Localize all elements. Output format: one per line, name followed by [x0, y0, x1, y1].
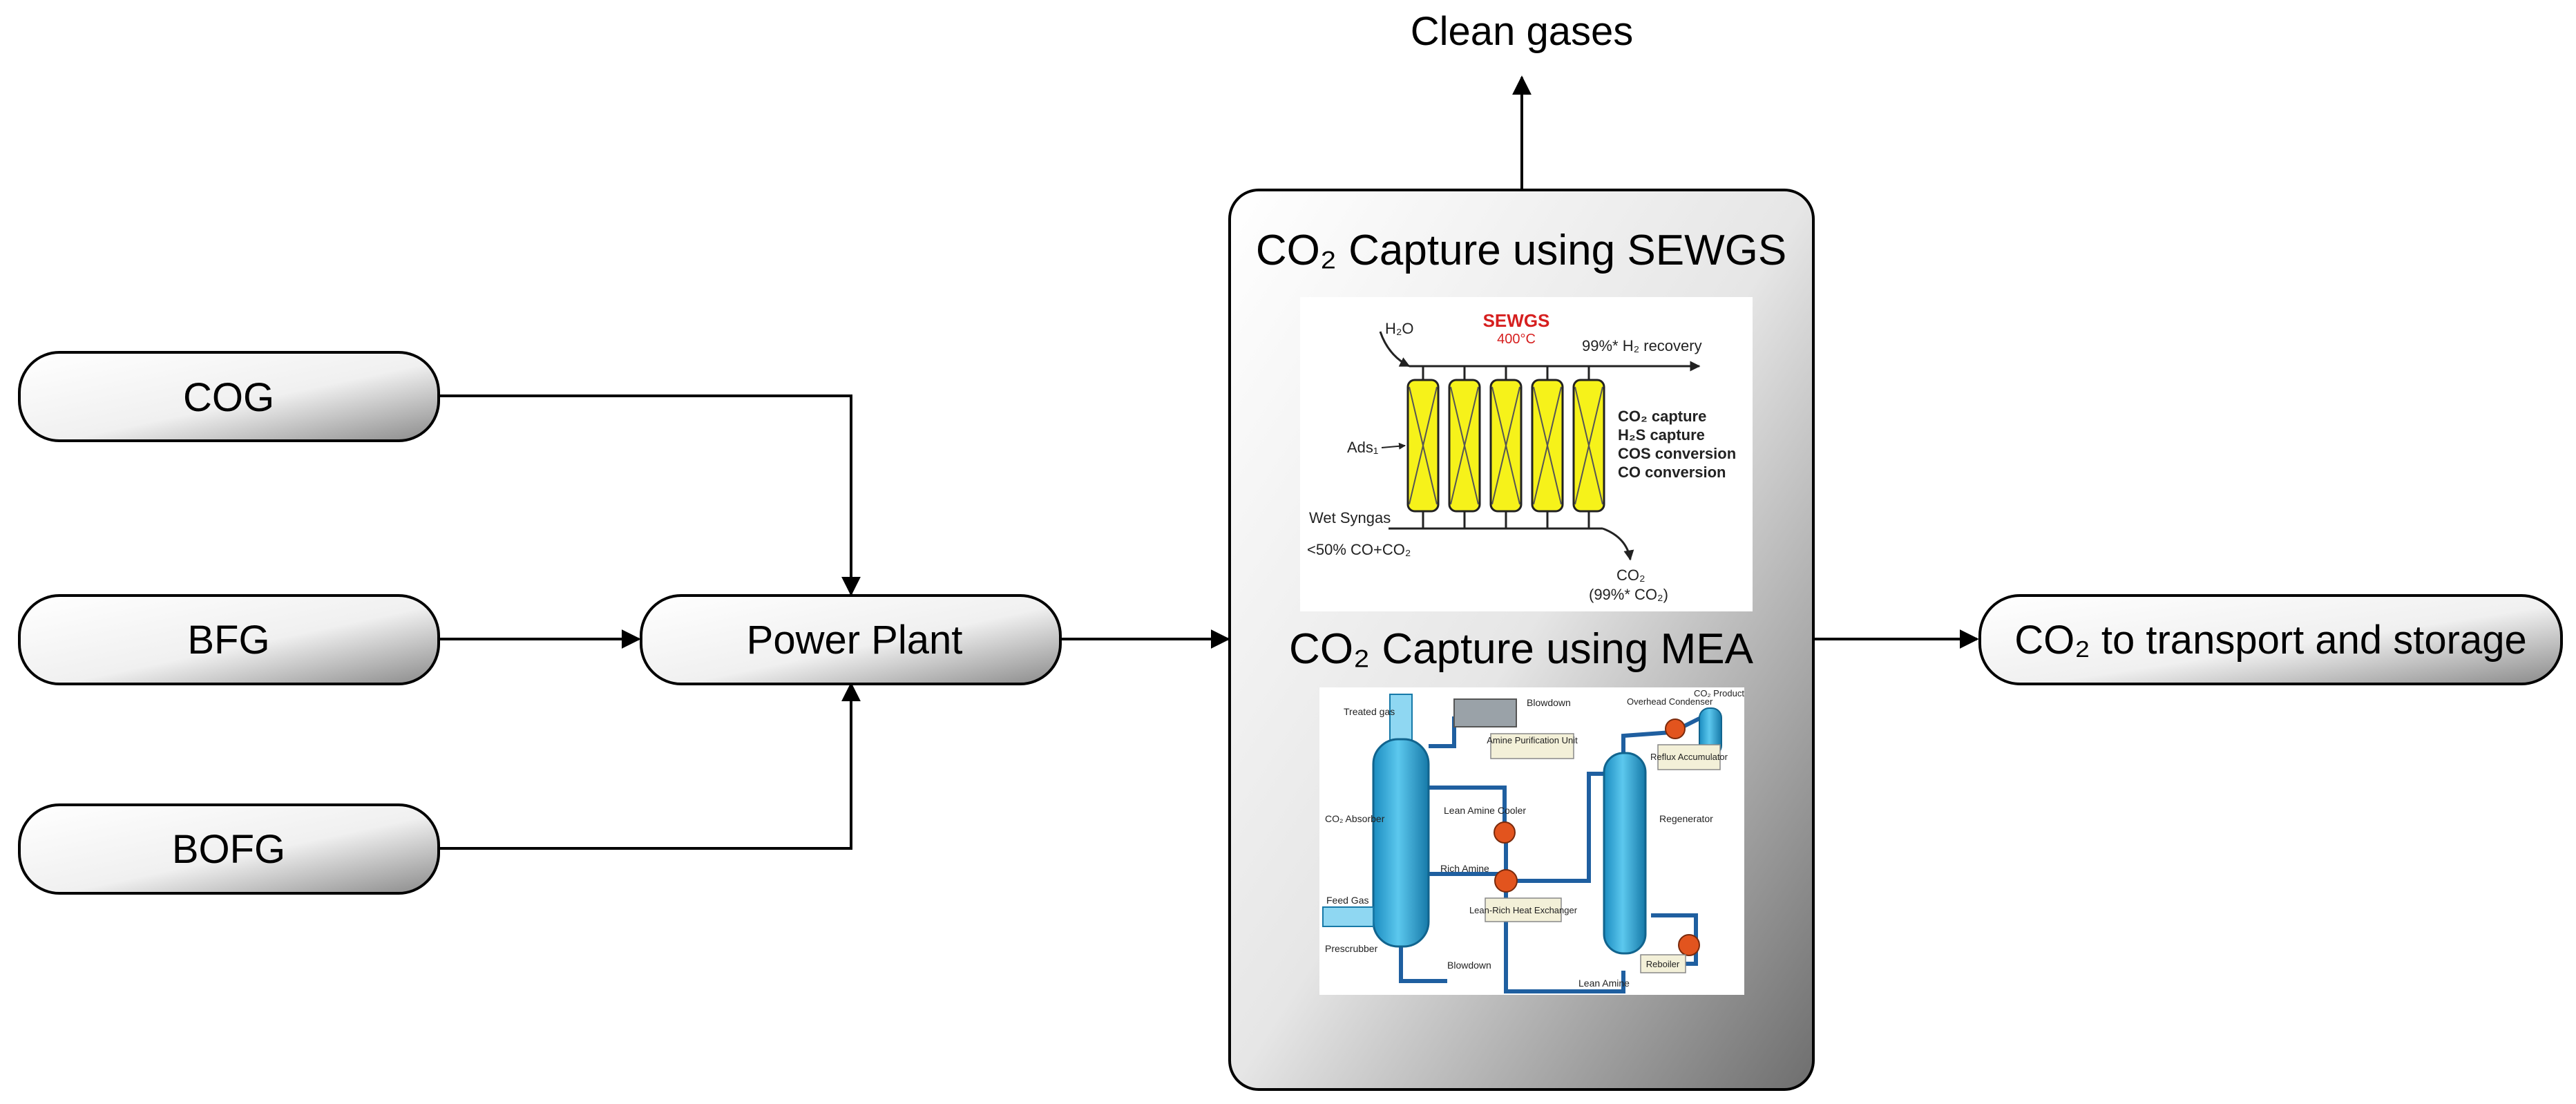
input-node-bofg: BOFG: [18, 803, 440, 895]
mea-lean-amine-cooler: [1494, 821, 1516, 844]
sewgs-co2-arrow: [1602, 527, 1634, 561]
sewgs-function-3: COS conversion: [1618, 445, 1736, 462]
clean-gases-label: Clean gases: [1411, 9, 1633, 54]
sewgs-h2o-label: H₂O: [1385, 320, 1414, 337]
mea-regenerator-vessel: [1603, 752, 1647, 955]
sewgs-column: [1448, 366, 1481, 529]
mea-regenerator: Regenerator: [1659, 813, 1713, 824]
mea-reflux-accumulator: Reflux Accumulator: [1650, 752, 1728, 762]
mea-reboiler-label: Reboiler: [1646, 959, 1680, 969]
sewgs-column: [1572, 366, 1605, 529]
mea-blowdown-bottom: Blowdown: [1447, 960, 1491, 971]
input-label-bofg: BOFG: [172, 827, 285, 872]
sewgs-syngas-note: <50% CO+CO₂: [1307, 541, 1411, 558]
mea-co2-product: CO₂ Product: [1694, 688, 1744, 698]
sewgs-function-2: H₂S capture: [1618, 426, 1705, 444]
mea-prescrubber: Prescrubber: [1325, 943, 1378, 954]
input-label-cog: COG: [183, 375, 274, 420]
mea-blowdown-top: Blowdown: [1527, 697, 1571, 708]
sewgs-wet-syngas: Wet Syngas: [1309, 509, 1391, 526]
mea-amine-purification: Amine Purification Unit: [1487, 735, 1578, 745]
mea-feed-gas: Feed Gas: [1326, 895, 1368, 906]
sewgs-columns: [1406, 366, 1605, 529]
mea-lean-amine-cooler-label: Lean Amine Cooler: [1444, 805, 1526, 816]
sewgs-co2-out: CO₂: [1616, 567, 1645, 584]
mea-reboiler: [1678, 934, 1700, 956]
arrow-cog-to-power-plant: [439, 394, 861, 596]
sewgs-schematic-title: SEWGS: [1483, 310, 1550, 331]
co2-storage-label: CO₂ to transport and storage: [2014, 618, 2526, 663]
sewgs-column: [1489, 366, 1523, 529]
sewgs-co2-purity: (99%* CO₂): [1589, 586, 1668, 603]
sewgs-function-4: CO conversion: [1618, 464, 1726, 481]
sewgs-function-1: CO₂ capture: [1618, 408, 1706, 425]
sewgs-h2o-arrow: [1379, 331, 1411, 368]
mea-rich-amine: Rich Amine: [1440, 863, 1489, 874]
sewgs-column: [1406, 366, 1440, 529]
sewgs-ads-label: Ads₁: [1347, 439, 1378, 456]
power-plant-node: Power Plant: [640, 594, 1062, 685]
mea-treated-gas: Treated gas: [1344, 706, 1395, 717]
mea-lean-rich-hx-label: Lean-Rich Heat Exchanger: [1469, 905, 1578, 915]
input-label-bfg: BFG: [187, 618, 269, 663]
mea-overhead-condenser: [1665, 718, 1686, 739]
sewgs-schematic: SEWGS 400°C H₂O 99%* H₂ recovery: [1300, 297, 1753, 611]
mea-title: CO₂ Capture using MEA: [1289, 625, 1754, 673]
sewgs-title: CO₂ Capture using SEWGS: [1256, 227, 1786, 274]
sewgs-column: [1531, 366, 1564, 529]
mea-overhead-condenser-label: Overhead Condenser: [1627, 696, 1713, 707]
connectors: [439, 75, 1979, 850]
power-plant-label: Power Plant: [747, 618, 963, 663]
mea-lean-rich-exchanger: [1494, 869, 1518, 893]
mea-co2-absorber: CO₂ Absorber: [1325, 813, 1385, 824]
mea-lean-amine: Lean Amine: [1578, 978, 1630, 989]
input-node-bfg: BFG: [18, 594, 440, 685]
co2-storage-node: CO₂ to transport and storage: [1978, 594, 2563, 685]
mea-absorber-vessel: [1372, 738, 1430, 948]
sewgs-h2-recovery: 99%* H₂ recovery: [1582, 337, 1702, 354]
input-node-cog: COG: [18, 351, 440, 442]
mea-schematic: Treated gas Blowdown Amine Purification …: [1319, 687, 1744, 995]
arrow-bofg-to-power-plant: [439, 682, 861, 850]
sewgs-temperature: 400°C: [1497, 332, 1536, 347]
